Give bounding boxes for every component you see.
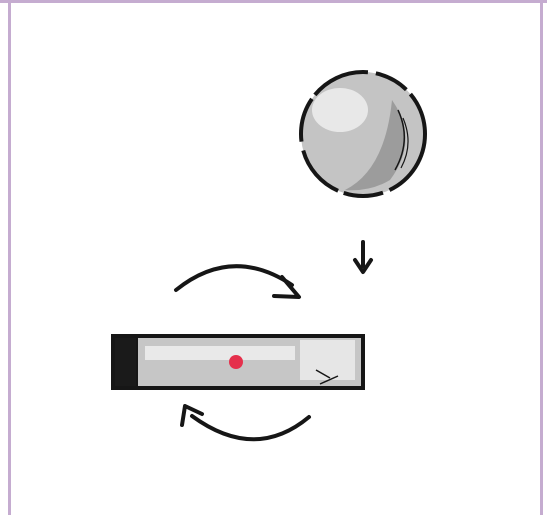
clockwise-arrow-top-icon — [176, 266, 299, 297]
bar-icon — [113, 336, 363, 388]
down-arrow-icon — [355, 242, 371, 272]
clockwise-arrow-bottom-icon — [182, 406, 309, 439]
bar-center-marker — [229, 355, 243, 369]
ball-icon — [301, 72, 425, 196]
